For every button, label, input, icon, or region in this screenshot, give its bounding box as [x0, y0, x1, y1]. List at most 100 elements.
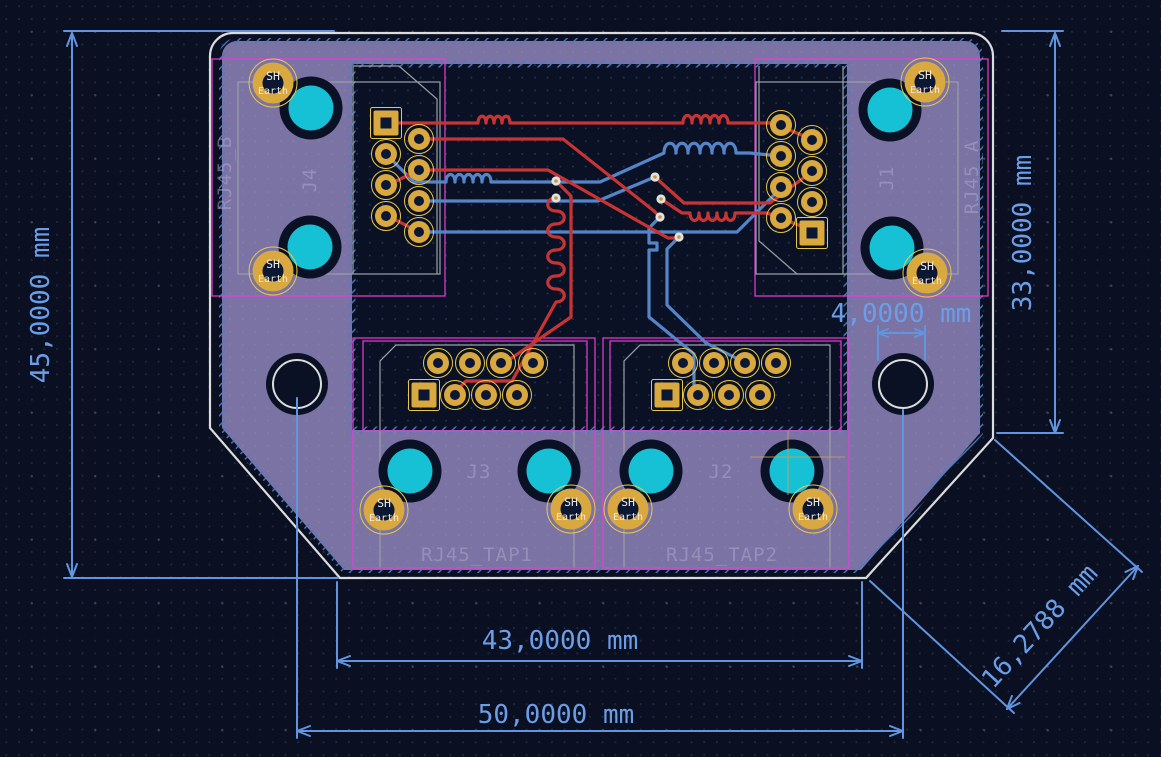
pad-j1-5[interactable]: [797, 156, 827, 186]
pad-j1-3[interactable]: [797, 187, 827, 217]
via[interactable]: [551, 193, 561, 203]
trace-red-right-b[interactable]: [659, 197, 812, 234]
pad-j2-8[interactable]: [761, 348, 791, 378]
dimension-hole-spacing[interactable]: [296, 397, 904, 739]
pad-label-earth: Earth: [912, 276, 942, 287]
trace-red-top[interactable]: [388, 113, 781, 125]
pad-shield[interactable]: [788, 484, 838, 534]
silkscreen-labels: RJ45_B J4 J1 RJ45_A J3 J2 RJ45_TAP1 RJ45…: [214, 136, 983, 566]
pad-shield[interactable]: [248, 246, 298, 296]
pad-j2-3[interactable]: [683, 380, 713, 410]
pad-j3-1[interactable]: [408, 379, 440, 411]
via[interactable]: [656, 194, 666, 204]
pad-j3-3[interactable]: [440, 380, 470, 410]
pad-j3-8[interactable]: [518, 348, 548, 378]
dimension-board-height[interactable]: [63, 30, 339, 579]
pad-j2-5[interactable]: [714, 380, 744, 410]
pad-shield[interactable]: [248, 58, 298, 108]
pad-j2-4[interactable]: [699, 348, 729, 378]
anchor-crosshair-icon: [750, 430, 845, 495]
mount-hole-left[interactable]: [266, 353, 328, 415]
pad-shield[interactable]: [900, 57, 950, 107]
label-rj45-tap2[interactable]: RJ45_TAP2: [666, 544, 778, 566]
pad-j1-7[interactable]: [797, 125, 827, 155]
dimension-hole-diameter[interactable]: [877, 325, 926, 361]
pad-j3-4[interactable]: [455, 348, 485, 378]
dimension-text-board-height[interactable]: 45,0000 mm: [26, 227, 56, 384]
rj45-b-body-outline: [237, 81, 441, 275]
j3-courtyard: [362, 340, 588, 432]
dimension-bottom-edge[interactable]: [336, 581, 863, 669]
j4-courtyard: [211, 58, 446, 297]
trace-red-meander-vertical[interactable]: [454, 196, 566, 393]
shield-pads: SH Earth SH Earth SH Earth SH Earth SH E…: [248, 57, 952, 535]
tap2-courtyard: [602, 337, 850, 569]
pad-j3-2[interactable]: [423, 348, 453, 378]
pad-j1-1[interactable]: [796, 217, 828, 249]
label-rj45-b[interactable]: RJ45_B: [214, 136, 236, 211]
trace-red-diag2[interactable]: [417, 168, 679, 240]
pad-j4-8[interactable]: [404, 217, 434, 247]
pad-shield[interactable]: [902, 248, 952, 298]
label-j3[interactable]: J3: [467, 461, 492, 483]
dimension-text-hole-spacing[interactable]: 50,0000 mm: [478, 700, 635, 730]
trace-blue-pair1[interactable]: [384, 141, 781, 184]
pad-label-sh: SH: [918, 68, 932, 82]
via[interactable]: [674, 232, 684, 242]
pad-j3-6[interactable]: [486, 348, 516, 378]
dimension-text-right-height[interactable]: 33,0000 mm: [1008, 155, 1038, 312]
dimension-text-bottom-edge[interactable]: 43,0000 mm: [482, 626, 639, 656]
pad-shield[interactable]: [546, 484, 596, 534]
dimension-lines: [63, 30, 1143, 739]
pad-j4-5[interactable]: [371, 170, 401, 200]
label-rj45-tap1[interactable]: RJ45_TAP1: [421, 544, 533, 566]
pad-j4-1[interactable]: [370, 107, 402, 139]
dimension-right-edge-height[interactable]: [996, 30, 1064, 434]
j1-courtyard: [754, 58, 989, 297]
pad-label-earth: Earth: [910, 85, 940, 96]
pad-shield[interactable]: [603, 484, 653, 534]
pad-label-sh: SH: [266, 257, 280, 271]
pad-label-earth: Earth: [798, 512, 828, 523]
label-rj45-a[interactable]: RJ45_A: [961, 140, 983, 215]
pad-shield[interactable]: [359, 485, 409, 535]
pad-j4-2[interactable]: [404, 124, 434, 154]
pad-label-sh: SH: [806, 495, 820, 509]
mounting-holes: [266, 353, 934, 415]
pad-j4-7[interactable]: [371, 201, 401, 231]
pad-j2-7[interactable]: [745, 380, 775, 410]
via[interactable]: [650, 172, 660, 182]
trace-red-vertical2[interactable]: [504, 179, 573, 364]
pad-label-sh: SH: [621, 495, 635, 509]
j1-pinfield-outline: [758, 66, 844, 275]
pad-j1-4[interactable]: [766, 172, 796, 202]
pad-j3-5[interactable]: [471, 380, 501, 410]
pad-j1-8[interactable]: [766, 110, 796, 140]
pad-j4-4[interactable]: [404, 155, 434, 185]
pad-j1-2[interactable]: [766, 203, 796, 233]
pad-j1-6[interactable]: [766, 141, 796, 171]
tap1-courtyard: [352, 337, 596, 569]
label-j2[interactable]: J2: [709, 461, 734, 483]
pad-j2-1[interactable]: [651, 379, 683, 411]
pad-j4-3[interactable]: [371, 139, 401, 169]
via[interactable]: [655, 212, 665, 222]
trace-blue-down1[interactable]: [647, 215, 696, 392]
j2-courtyard: [609, 340, 842, 432]
via[interactable]: [551, 176, 561, 186]
pad-j4-6[interactable]: [404, 186, 434, 216]
pad-j3-7[interactable]: [502, 380, 532, 410]
pad-j2-6[interactable]: [730, 348, 760, 378]
board-edge-outline[interactable]: [208, 31, 995, 580]
pad-label-earth: Earth: [369, 513, 399, 524]
fab-outlines: [237, 65, 959, 568]
mount-hole-right[interactable]: [872, 353, 934, 415]
pad-label-sh: SH: [564, 495, 578, 509]
pad-j2-2[interactable]: [668, 348, 698, 378]
label-j4[interactable]: J4: [299, 168, 321, 193]
label-j1[interactable]: J1: [876, 166, 898, 191]
dimension-chamfer[interactable]: [869, 439, 1143, 714]
dimension-text-hole-diameter[interactable]: 4,0000 mm: [831, 299, 972, 329]
